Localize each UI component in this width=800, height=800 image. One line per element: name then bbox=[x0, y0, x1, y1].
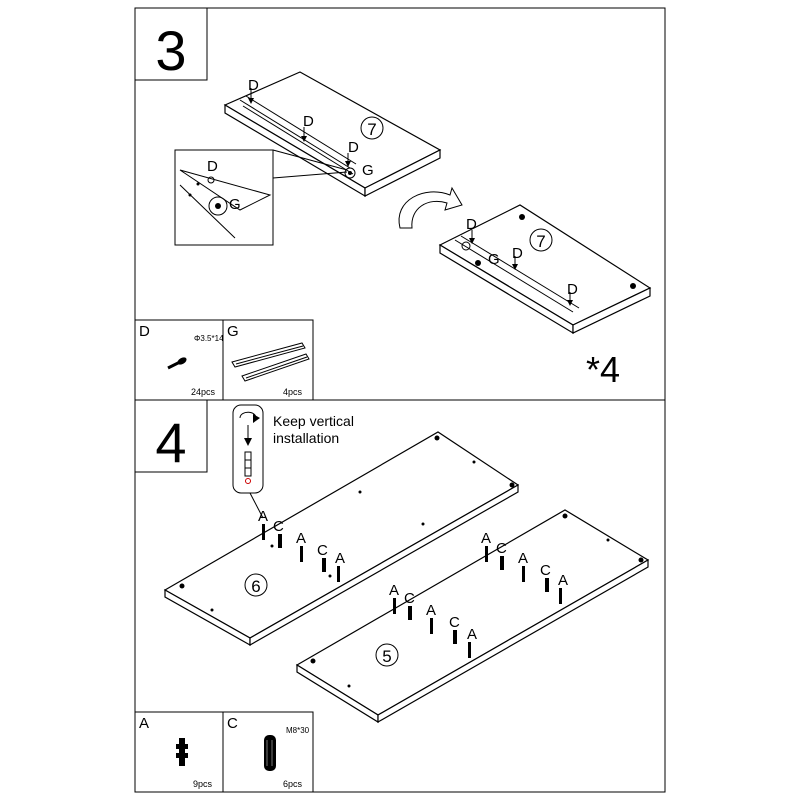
step3-number-box bbox=[134, 7, 208, 81]
flipped-callout-d-3: D bbox=[567, 281, 578, 298]
flipped-callout-d-1: D bbox=[466, 216, 477, 233]
cam-bolt-icon bbox=[176, 738, 188, 766]
vertical-install-hint bbox=[232, 404, 264, 519]
part-d-spec: Φ3.5*14 bbox=[194, 334, 224, 343]
panel-6 bbox=[163, 431, 520, 647]
fitting-5-a2: A bbox=[518, 550, 528, 567]
hint-line-1: Keep vertical bbox=[273, 413, 354, 429]
fittings-panel-6 bbox=[262, 524, 340, 582]
wooden-dowel-icon bbox=[264, 735, 276, 771]
fitting-6-a2: A bbox=[296, 530, 306, 547]
fitting-6-a1: A bbox=[258, 508, 268, 525]
fitting-6-c1: C bbox=[273, 518, 284, 535]
fitting-5b-a1: A bbox=[389, 582, 399, 599]
screw-icon bbox=[167, 357, 187, 370]
panel-6-number: 6 bbox=[251, 577, 260, 596]
detail-callout-d: D bbox=[207, 158, 218, 175]
step4-number: 4 bbox=[155, 411, 186, 474]
callout-d-1: D bbox=[248, 77, 259, 94]
fittings-panel-5 bbox=[393, 546, 562, 658]
fitting-5-c1: C bbox=[496, 540, 507, 557]
part-g-box bbox=[222, 319, 314, 401]
fitting-5-c2: C bbox=[540, 562, 551, 579]
fitting-5b-c1: C bbox=[404, 590, 415, 607]
part-c-spec: M8*30 bbox=[286, 726, 310, 735]
part-g-letter: G bbox=[227, 323, 239, 340]
flipped-panel-number: 7 bbox=[536, 232, 545, 251]
step4-frame bbox=[134, 399, 666, 793]
step4-number-box bbox=[134, 399, 208, 473]
flipped-callout-g: G bbox=[488, 251, 500, 268]
fitting-5-a1: A bbox=[481, 530, 491, 547]
panel-7-number: 7 bbox=[367, 120, 376, 139]
panel-5 bbox=[295, 509, 650, 724]
part-c-letter: C bbox=[227, 715, 238, 732]
part-a-qty: 9pcs bbox=[193, 779, 213, 789]
fitting-5b-a2: A bbox=[426, 602, 436, 619]
panel-5-number: 5 bbox=[382, 647, 391, 666]
fitting-6-a3: A bbox=[335, 550, 345, 567]
detail-inset bbox=[174, 149, 348, 246]
callout-g-1: G bbox=[362, 162, 374, 179]
hint-line-2: installation bbox=[273, 430, 339, 446]
part-d-qty: 24pcs bbox=[191, 387, 216, 397]
panel-7-flipped bbox=[438, 204, 652, 335]
step3-number: 3 bbox=[155, 19, 186, 82]
fitting-5b-a3: A bbox=[467, 626, 477, 643]
part-c-box bbox=[222, 711, 314, 793]
panel-7-top bbox=[223, 71, 442, 198]
flipped-callout-d-2: D bbox=[512, 245, 523, 262]
rotate-arrow-icon bbox=[398, 186, 463, 229]
fitting-5-a3: A bbox=[558, 572, 568, 589]
detail-callout-g: G bbox=[229, 196, 241, 213]
fitting-5b-c2: C bbox=[449, 614, 460, 631]
part-a-letter: A bbox=[139, 715, 149, 732]
quantity-multiplier: *4 bbox=[586, 349, 620, 390]
drawer-rail-icon bbox=[231, 342, 310, 382]
callout-d-3: D bbox=[348, 139, 359, 156]
fitting-6-c2: C bbox=[317, 542, 328, 559]
part-g-qty: 4pcs bbox=[283, 387, 303, 397]
part-d-letter: D bbox=[139, 323, 150, 340]
part-c-qty: 6pcs bbox=[283, 779, 303, 789]
callout-d-2: D bbox=[303, 113, 314, 130]
